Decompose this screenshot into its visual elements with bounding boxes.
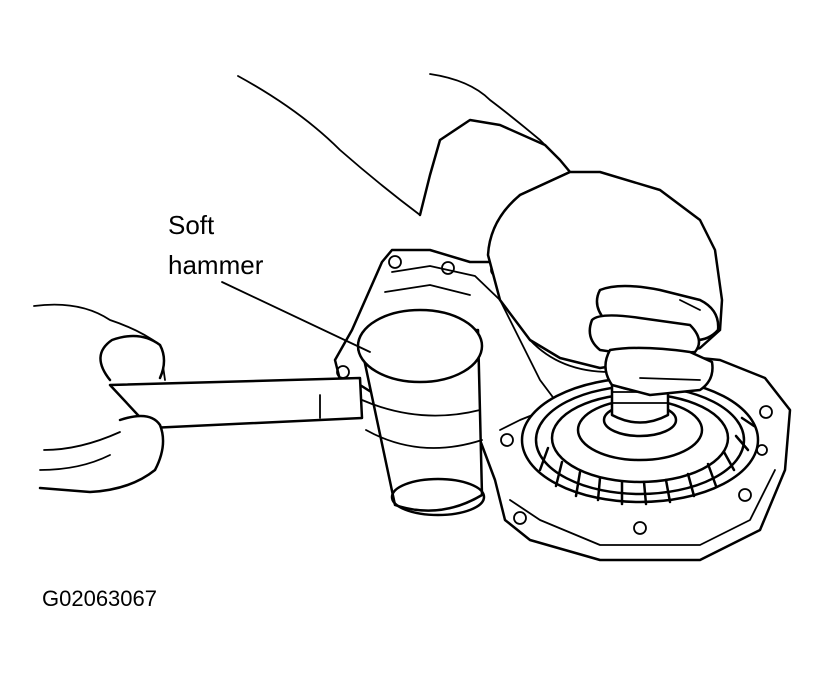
left-hand	[33, 303, 166, 494]
figure-id: G02063067	[42, 586, 157, 611]
callout-label-line-1: Soft	[168, 210, 215, 240]
callout-leader	[221, 281, 371, 353]
soft-hammer	[108, 308, 486, 517]
callout-label-line-2: hammer	[168, 250, 264, 280]
right-hand	[237, 73, 724, 397]
